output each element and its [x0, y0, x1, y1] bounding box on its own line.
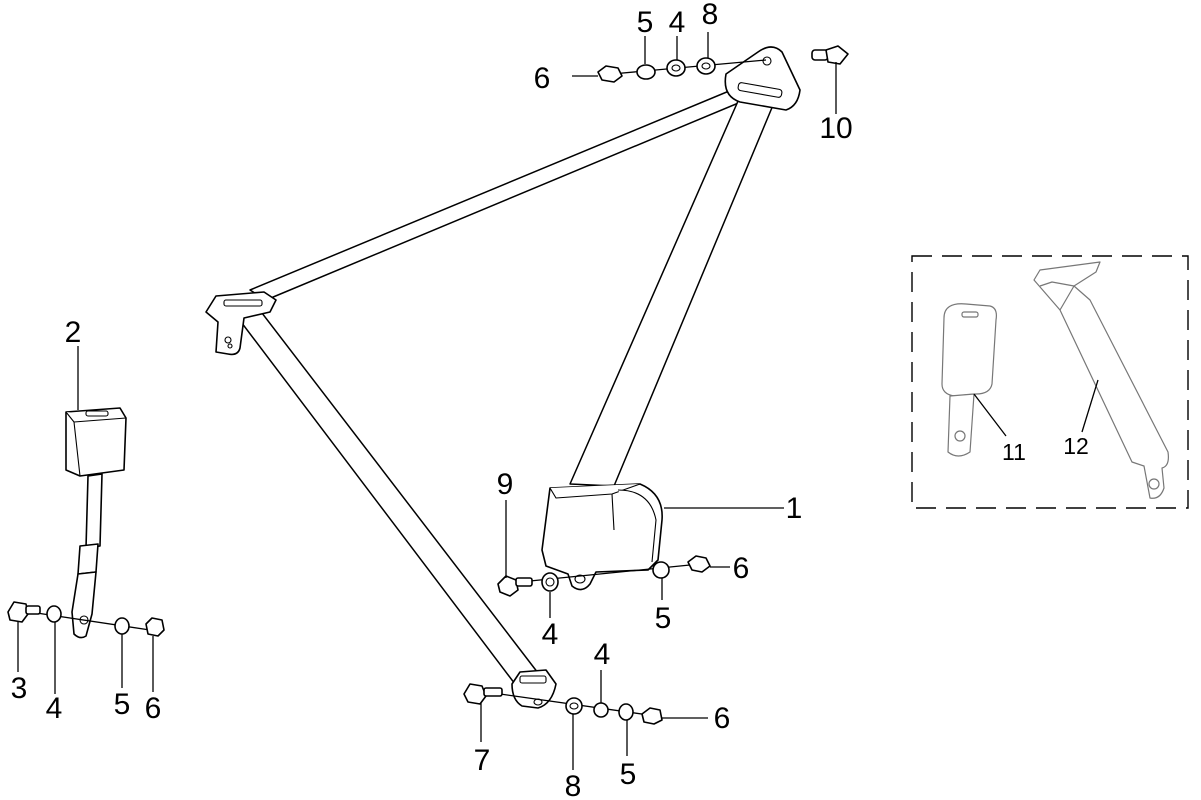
callout-5-retractor-lockwasher: 5 [655, 602, 672, 635]
bolt-retractor [497, 575, 533, 597]
lockwasher-lower [618, 703, 634, 721]
nut-buckle [145, 617, 165, 637]
upper-anchor-d-ring [724, 46, 801, 111]
callout-1-retractor: 1 [786, 492, 803, 525]
callout-3-buckle-bolt: 3 [11, 672, 28, 705]
belt-webbing [225, 83, 777, 689]
callout-6-lower-nut: 6 [714, 702, 731, 735]
callout-5-upper-lockwasher: 5 [637, 6, 654, 39]
callout-4-buckle-washer: 4 [46, 692, 63, 725]
inset-buckle-tongue [941, 303, 997, 457]
callout-6-upper-nut: 6 [534, 62, 551, 95]
lockwasher-buckle [114, 617, 130, 635]
bolt-buckle [7, 601, 41, 623]
callout-6-buckle-nut: 6 [145, 692, 162, 725]
washer-buckle [46, 605, 62, 623]
bolt-lower [463, 683, 503, 705]
lower-anchor-plate [511, 669, 557, 709]
washer-lower [593, 702, 609, 718]
callout-5-buckle-lockwasher: 5 [114, 688, 131, 721]
lower-hardware [463, 683, 663, 725]
left-anchor-d-ring [205, 291, 277, 356]
lockwasher-upper [636, 64, 656, 80]
buckle-assembly [65, 407, 127, 639]
callout-4-upper-washer: 4 [669, 6, 686, 39]
callout-8-lower-spacer: 8 [565, 770, 582, 800]
nut-retractor [687, 555, 711, 573]
callout-4-retractor-washer: 4 [542, 618, 559, 651]
nut-upper [597, 65, 623, 83]
callout-4-lower-washer: 4 [594, 638, 611, 671]
alternate-parts-inset [911, 255, 1189, 509]
retractor [541, 483, 663, 591]
callout-5-lower-lockwasher: 5 [620, 758, 637, 791]
lockwasher-retractor [652, 561, 670, 579]
callout-7-lower-bolt: 7 [474, 744, 491, 777]
callout-2-buckle: 2 [65, 316, 82, 349]
inset-strap-anchor [1033, 261, 1169, 499]
buckle-hardware [7, 601, 165, 637]
callout-11-inset-buckle: 11 [1002, 439, 1026, 465]
upper-hardware [597, 45, 849, 83]
leader-lines [17, 32, 1099, 770]
callout-9-retractor-bolt: 9 [497, 468, 514, 501]
callout-6-retractor-nut: 6 [733, 552, 750, 585]
callout-8-upper-spacer: 8 [702, 0, 719, 31]
callout-labels: 6 5 4 8 10 1 9 4 5 6 2 3 4 5 6 7 8 4 5 6… [11, 0, 1089, 800]
nut-lower [641, 707, 663, 725]
callout-12-inset-strap: 12 [1063, 433, 1089, 459]
callout-10-upper-bolt: 10 [819, 112, 852, 145]
bolt-upper [811, 45, 849, 65]
